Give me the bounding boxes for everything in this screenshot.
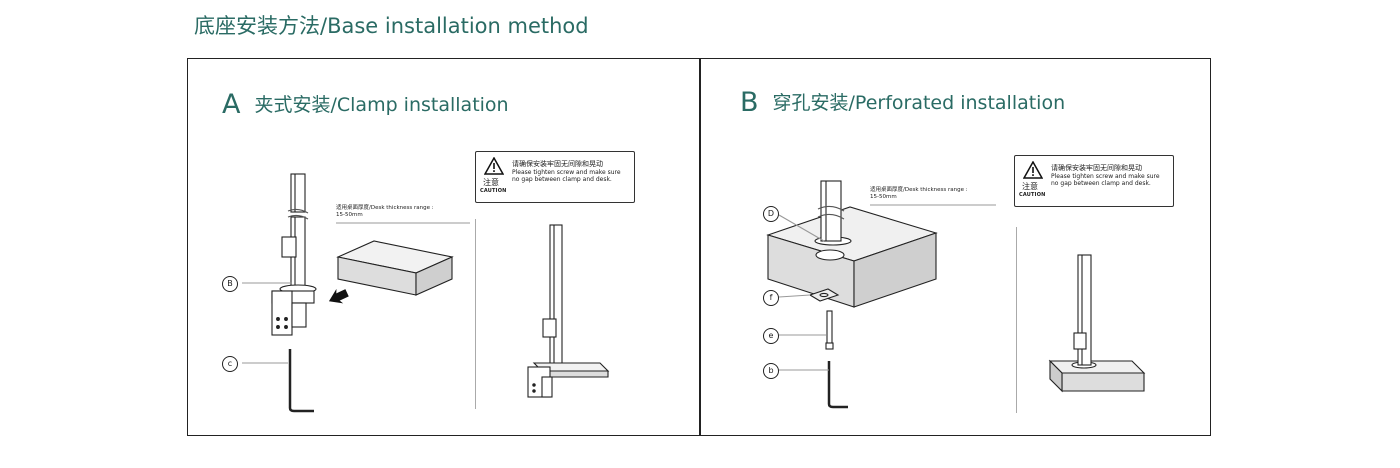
panel-b-desk-thickness: 适用桌面厚度/Desk thickness range : 15-50mm (870, 187, 968, 201)
callout-e: e (763, 328, 779, 344)
warning-triangle-icon (484, 157, 504, 175)
page-title: 底座安装方法/Base installation method (194, 14, 589, 38)
panel-b-separator-line (1016, 227, 1017, 413)
desk-thickness-value: 15-50mm (870, 194, 897, 200)
caution-en-line-1: Please tighten screw and make sure (1051, 173, 1160, 180)
caution-en-line-2: no gap between clamp and desk. (1051, 180, 1151, 187)
panel-b-perforated-illustration (766, 180, 1146, 409)
caution-zh-note: 注意 (1022, 182, 1038, 191)
panel-a-heading: A 夹式安装/Clamp installation (222, 89, 509, 120)
panel-a-desk-thickness: 适用桌面厚度/Desk thickness range : 15-50mm (336, 205, 434, 219)
panel-a-letter: A (222, 89, 241, 120)
panel-a-caution-box: 注意 CAUTION 请确保安装牢固无间隙和晃动 Please tighten … (475, 151, 635, 203)
panel-b-caution-box: 注意 CAUTION 请确保安装牢固无间隙和晃动 Please tighten … (1014, 155, 1174, 207)
arrow-right-icon (328, 288, 349, 304)
caution-message: 请确保安装牢固无间隙和晃动 Please tighten screw and m… (512, 160, 621, 183)
desk-thickness-label: 适用桌面厚度/Desk thickness range : (336, 205, 434, 211)
callout-f: f (763, 290, 779, 306)
panel-a-label: 夹式安装/Clamp installation (254, 94, 509, 116)
caution-en-line-2: no gap between clamp and desk. (512, 176, 612, 183)
callout-b-key: b (763, 363, 779, 379)
caution-zh-message: 请确保安装牢固无间隙和晃动 (1051, 164, 1142, 172)
caution-message: 请确保安装牢固无间隙和晃动 Please tighten screw and m… (1051, 164, 1160, 187)
panel-b-label: 穿孔安装/Perforated installation (772, 92, 1066, 114)
installation-frame: A 夹式安装/Clamp installation 注意 CAUTION 请确保安… (187, 58, 1211, 436)
panel-divider (699, 59, 701, 435)
warning-triangle-icon (1023, 161, 1043, 179)
desk-thickness-label: 适用桌面厚度/Desk thickness range : (870, 187, 968, 193)
panel-b-letter: B (740, 87, 759, 118)
callout-d: D (763, 206, 779, 222)
callout-b: B (222, 276, 238, 292)
panel-a-clamp-illustration (242, 173, 610, 413)
callout-c: c (222, 356, 238, 372)
panel-a-separator-line (475, 219, 476, 409)
caution-zh-message: 请确保安装牢固无间隙和晃动 (512, 160, 603, 168)
desk-thickness-value: 15-50mm (336, 212, 363, 218)
panel-b-heading: B 穿孔安装/Perforated installation (740, 87, 1065, 118)
caution-label: CAUTION (480, 188, 507, 194)
caution-label: CAUTION (1019, 192, 1046, 198)
caution-zh-note: 注意 (483, 178, 499, 187)
caution-en-line-1: Please tighten screw and make sure (512, 169, 621, 176)
